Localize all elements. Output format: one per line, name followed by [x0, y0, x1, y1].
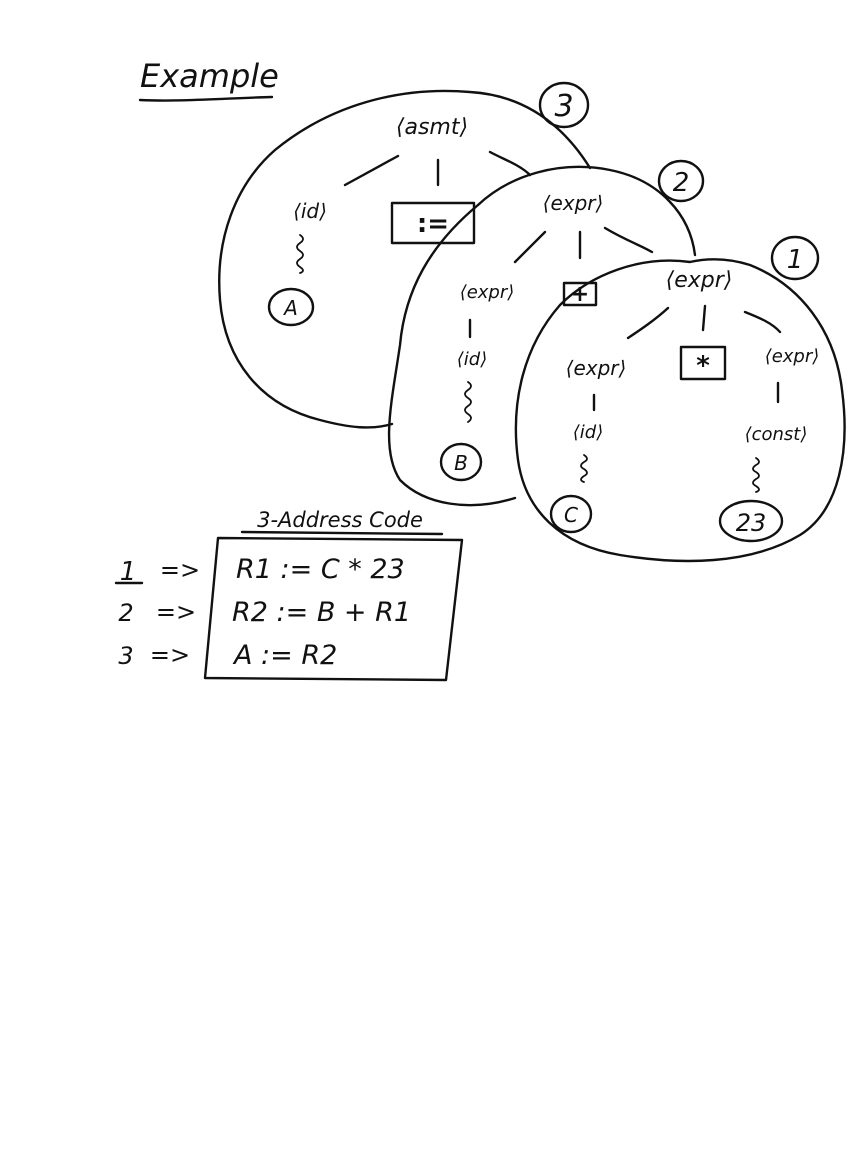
region-3-circle [538, 81, 590, 129]
leaf-23: 23 [736, 509, 767, 537]
leaf-a: A [282, 296, 298, 320]
region-3-boundary [218, 89, 592, 429]
node-id-c: ⟨id⟩ [573, 422, 603, 443]
region-1-circle [770, 235, 820, 281]
title-underline [138, 95, 274, 102]
node-expr-2-left: ⟨expr⟩ [460, 282, 515, 303]
edge-asmt-id [343, 154, 400, 187]
leaf-23-circle [718, 499, 784, 543]
leaf-c: C [564, 503, 578, 527]
squiggle-id-b [464, 381, 472, 423]
node-expr-1-right: ⟨expr⟩ [765, 346, 820, 367]
code-row-1-arrow: => [160, 556, 200, 584]
code-row-3-text: A := R2 [232, 640, 337, 671]
code-box [203, 536, 464, 682]
node-const: ⟨const⟩ [745, 424, 808, 445]
region-2-circle [657, 159, 705, 203]
code-row-2-arrow: => [156, 598, 196, 626]
squiggle-id-c [580, 454, 588, 483]
code-row-3-number: 3 [118, 642, 133, 670]
squiggle-const [752, 457, 760, 493]
node-expr-2: ⟨expr⟩ [543, 191, 604, 215]
region-2-boundary [387, 165, 697, 507]
code-row-2-number: 2 [118, 599, 133, 627]
edge-expr1-left [626, 306, 670, 340]
diagram-title: Example [140, 57, 279, 95]
leaf-a-circle [267, 287, 315, 327]
edge-expr1-right [743, 310, 782, 334]
code-row-1-text: R1 := C * 23 [236, 554, 405, 585]
node-times-op: * [696, 351, 710, 381]
node-id-a: ⟨id⟩ [293, 199, 327, 223]
edge-expr2-left [513, 230, 547, 264]
code-row-2-text: R2 := B + R1 [232, 597, 411, 628]
leaf-b-circle [439, 442, 483, 482]
times-op-box [679, 345, 727, 381]
plus-op-box [562, 281, 598, 307]
edge-expr1-times [701, 304, 707, 332]
edge-asmt-expr [488, 150, 532, 177]
region-2-number: 2 [673, 168, 690, 198]
assign-op-box [390, 201, 476, 245]
edge-expr2-right [603, 226, 654, 254]
code-row-1-number: 1 [120, 557, 137, 587]
code-heading: 3-Address Code [257, 508, 423, 532]
region-3-number: 3 [554, 89, 573, 124]
node-asmt: ⟨asmt⟩ [396, 115, 468, 140]
code-heading-underline [240, 530, 444, 536]
code-row-3-arrow: => [150, 641, 190, 669]
leaf-c-circle [549, 494, 593, 534]
leaf-b: B [454, 451, 468, 475]
node-expr-1-left: ⟨expr⟩ [566, 356, 627, 380]
node-assign-op: := [417, 209, 449, 239]
node-plus-op: + [571, 282, 589, 307]
region-1-boundary [514, 258, 846, 563]
region-1-number: 1 [787, 245, 804, 275]
node-expr-1: ⟨expr⟩ [666, 268, 733, 293]
squiggle-id-a [296, 234, 304, 274]
node-id-b: ⟨id⟩ [457, 349, 487, 370]
